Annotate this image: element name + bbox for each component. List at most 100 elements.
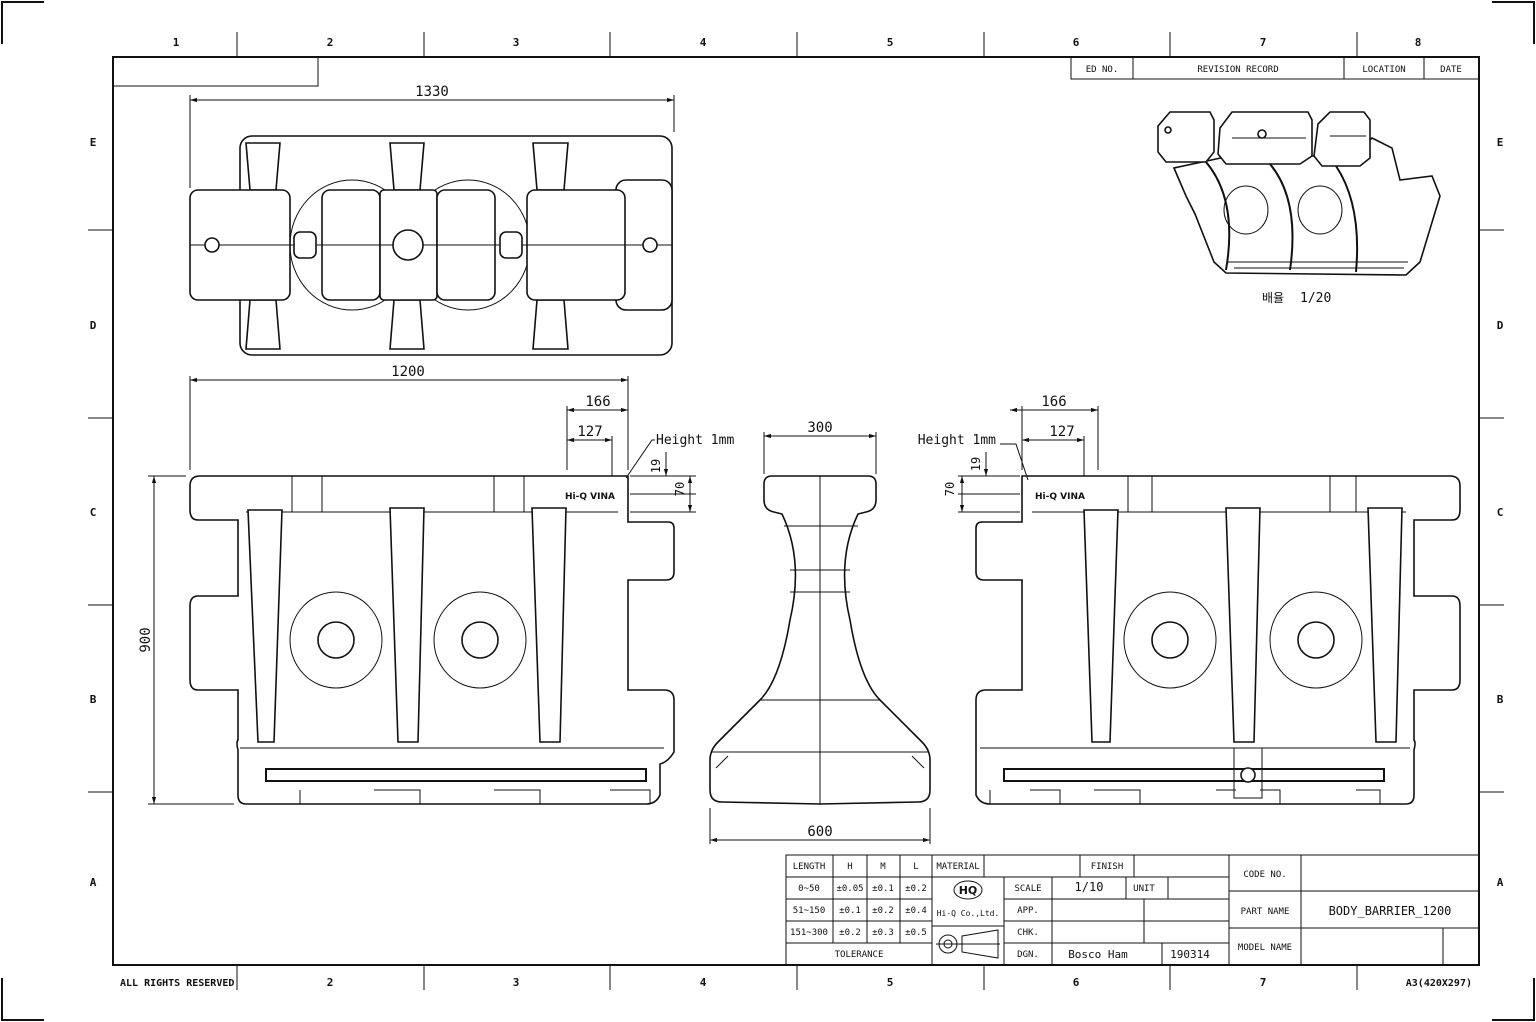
revision-record-header: REVISION RECORD — [1197, 65, 1278, 75]
row-label: D — [90, 319, 97, 332]
row-label: C — [1497, 506, 1504, 519]
column-label: 3 — [513, 976, 520, 989]
sheet-size: A3(420X297) — [1406, 978, 1472, 989]
iso-scale-label: 배율 — [1262, 291, 1284, 305]
row-labels-left: E D C B A — [90, 136, 97, 889]
company-name: Hi-Q Co.,Ltd. — [937, 909, 1000, 918]
embossed-logo: Hi-Q VINA — [565, 492, 615, 502]
design-date: 190314 — [1170, 948, 1210, 961]
tolerance-cell: ±0.5 — [905, 928, 927, 938]
chk-label: CHK. — [1017, 928, 1039, 938]
title-block: MATERIAL FINISH HQ Hi-Q Co.,Ltd. SCALE 1… — [931, 854, 1480, 966]
column-label: 6 — [1073, 976, 1080, 989]
tolerance-cell: 51~150 — [793, 906, 826, 916]
tolerance-table: LENGTH H M L 0~50 ±0.05 ±0.1 ±0.2 51~150… — [785, 854, 933, 966]
column-label: 5 — [887, 36, 894, 49]
tolerance-header: LENGTH — [793, 862, 826, 872]
dimension-label: 1330 — [415, 84, 449, 100]
column-label: 3 — [513, 36, 520, 49]
tolerance-cell: 0~50 — [798, 884, 820, 894]
column-label: 7 — [1260, 976, 1267, 989]
top-view — [189, 135, 673, 356]
side-view — [709, 475, 931, 805]
column-label: 4 — [700, 36, 707, 49]
column-labels-bottom: 2 3 4 5 6 7 — [327, 976, 1267, 989]
dimension-label: 166 — [1041, 394, 1066, 410]
height-note: Height 1mm — [918, 433, 996, 448]
height-note: Height 1mm — [656, 433, 734, 448]
front-view-right: Hi-Q VINA — [975, 475, 1461, 805]
dimension-1330: 1330 — [189, 84, 675, 188]
dimensions-right: 166 127 Height 1mm 19 70 — [918, 394, 1099, 513]
tolerance-cell: ±0.2 — [839, 928, 861, 938]
projection-symbol-icon — [936, 929, 1000, 959]
column-label: 7 — [1260, 36, 1267, 49]
model-name-label: MODEL NAME — [1238, 943, 1292, 953]
tolerance-footer: TOLERANCE — [835, 950, 884, 960]
column-label: 1 — [173, 36, 180, 49]
tolerance-cell: ±0.05 — [836, 884, 863, 894]
column-label: 6 — [1073, 36, 1080, 49]
dimension-label: 900 — [138, 627, 154, 652]
unit-label: UNIT — [1133, 884, 1155, 894]
app-label: APP. — [1017, 906, 1039, 916]
column-labels-top: 1 2 3 4 5 6 7 8 — [173, 36, 1422, 49]
tolerance-header: H — [847, 862, 852, 872]
isometric-view: 배율 1/20 — [1157, 111, 1441, 306]
row-label: D — [1497, 319, 1504, 332]
row-label: B — [90, 693, 97, 706]
dimension-label: 19 — [649, 459, 663, 473]
svg-text:HQ: HQ — [959, 884, 978, 897]
tolerance-cell: ±0.3 — [872, 928, 894, 938]
column-label: 4 — [700, 976, 707, 989]
row-label: A — [1497, 876, 1504, 889]
ed-no-header: ED NO. — [1086, 65, 1119, 75]
dimension-label: 70 — [943, 482, 957, 496]
dimension-label: 1200 — [391, 364, 425, 380]
tolerance-header: L — [913, 862, 918, 872]
dimension-label: 19 — [969, 457, 983, 471]
company-logo: HQ — [953, 880, 983, 900]
row-label: B — [1497, 693, 1504, 706]
tolerance-cell: ±0.2 — [872, 906, 894, 916]
dimension-label: 127 — [1049, 424, 1074, 440]
scale-value: 1/10 — [1075, 880, 1104, 894]
tolerance-header: M — [880, 862, 886, 872]
column-label: 8 — [1415, 36, 1422, 49]
column-label: 2 — [327, 36, 334, 49]
finish-label: FINISH — [1091, 862, 1124, 872]
embossed-logo: Hi-Q VINA — [1035, 492, 1085, 502]
frame-corner-box — [112, 56, 319, 87]
zone-ticks — [88, 32, 1504, 990]
dimension-label: 127 — [577, 424, 602, 440]
tolerance-cell: ±0.4 — [905, 906, 927, 916]
dimension-label: 600 — [807, 824, 832, 840]
iso-scale-value: 1/20 — [1300, 291, 1331, 306]
code-no-label: CODE NO. — [1243, 870, 1286, 880]
row-labels-right: E D C B A — [1497, 136, 1504, 889]
part-name-value: BODY_BARRIER_1200 — [1329, 904, 1452, 918]
date-header: DATE — [1440, 65, 1462, 75]
rights-reserved: ALL RIGHTS RESERVED — [120, 978, 234, 989]
dimension-label: 70 — [673, 482, 687, 496]
dimension-label: 166 — [585, 394, 610, 410]
front-view-left: Hi-Q VINA — [189, 475, 675, 805]
row-label: E — [90, 136, 97, 149]
dimensions-side: 300 600 — [709, 420, 931, 844]
tolerance-cell: 151~300 — [790, 928, 828, 938]
part-name-label: PART NAME — [1241, 907, 1290, 917]
scale-label: SCALE — [1014, 884, 1041, 894]
row-label: E — [1497, 136, 1504, 149]
tolerance-cell: ±0.1 — [872, 884, 894, 894]
tolerance-cell: ±0.1 — [839, 906, 861, 916]
column-label: 2 — [327, 976, 334, 989]
location-header: LOCATION — [1362, 65, 1405, 75]
dimensions-left: 1200 900 166 127 Height 1mm 19 70 — [138, 364, 734, 805]
row-label: A — [90, 876, 97, 889]
row-label: C — [90, 506, 97, 519]
column-label: 5 — [887, 976, 894, 989]
dgn-label: DGN. — [1017, 950, 1039, 960]
revision-table: ED NO. REVISION RECORD LOCATION DATE — [1070, 56, 1480, 80]
